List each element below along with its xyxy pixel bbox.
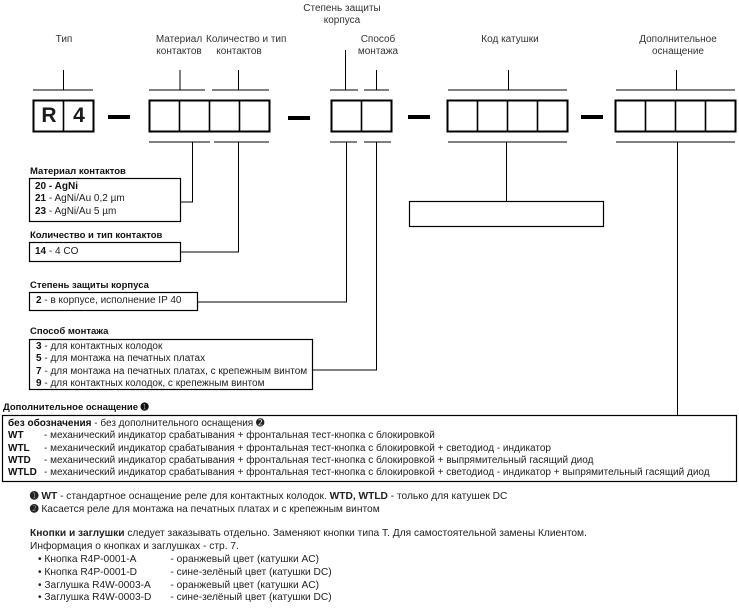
option-code: 23: [35, 205, 47, 217]
option-row: 9 - для контактных колодок, с крепежным …: [36, 377, 265, 389]
part-number: Кнопка R4P-0001-D: [44, 566, 137, 578]
label-mounting: Способ монтажа: [352, 34, 404, 58]
buttons-note: Кнопки и заглушки следует заказывать отд…: [30, 528, 587, 539]
footnote-1: ➊ WT - стандартное оснащение реле для ко…: [30, 491, 508, 502]
label-extra-line1: Дополнительное: [639, 34, 717, 45]
extra-options-box: [1, 414, 738, 483]
option-code: WTLD: [8, 467, 37, 479]
option-code: 2: [36, 295, 42, 306]
footnote-2: ➋ Касается реле для монтажа на печатных …: [30, 504, 380, 515]
label-contacts-line2: контактов: [216, 46, 262, 57]
option-row: 14 - 4 CO: [35, 246, 79, 257]
option-text: для контактных колодок: [50, 341, 163, 352]
part-description: - сине-зелёный цвет (катушки DC): [170, 592, 332, 604]
mounting-options-box: [28, 338, 314, 391]
option-text: AgNi: [54, 181, 78, 192]
option-row: 2 - в корпусе, исполнение IP 40: [36, 295, 182, 306]
option-code: WTL: [8, 442, 30, 454]
label-material: Материал контактов: [148, 34, 210, 58]
type-letter-r: R: [41, 104, 57, 127]
label-mounting-line2: монтажа: [357, 46, 399, 57]
protection-options-box: [28, 291, 199, 312]
option-text: в корпусе, исполнение IP 40: [50, 295, 182, 306]
option-text: для контактных колодок, с крепежным винт…: [50, 377, 265, 389]
list-item: • Заглушка R4W-0003-A- оранжевый цвет (к…: [38, 579, 320, 591]
footnote-marker-2: ➋: [30, 504, 39, 515]
part-description: - сине-зелёный цвет (катушки DC): [170, 566, 332, 578]
buttons-list: • Кнопка R4P-0001-A- оранжевый цвет (кат…: [38, 554, 332, 605]
extra-options: без обозначения - без дополнительного ос…: [8, 418, 710, 479]
part-description: - оранжевый цвет (катушки AC): [170, 579, 320, 591]
contacts-section-title: Количество и тип контактов: [30, 230, 163, 241]
label-extra: Дополнительное оснащение: [636, 34, 720, 58]
label-type: Тип: [55, 34, 73, 45]
option-code: 9: [36, 377, 42, 389]
option-row: WT - механический индикатор срабатывания …: [8, 430, 710, 442]
part-description: - оранжевый цвет (катушки AC): [170, 554, 320, 565]
option-code: WTD: [8, 454, 31, 466]
option-row: 7 - для монтажа на печатных платах, с кр…: [36, 365, 308, 377]
option-code: без обозначения: [8, 418, 92, 429]
option-text: 4 CO: [55, 246, 79, 257]
option-code: 20: [35, 181, 47, 192]
label-contacts: Количество и тип контактов: [206, 34, 287, 58]
footnote-marker-1: ➊: [30, 491, 39, 502]
material-options-box: [28, 177, 182, 223]
option-text: - механический индикатор срабатывания + …: [44, 454, 594, 466]
option-text: AgNi/Au 0,2 µm: [54, 193, 125, 205]
list-item: • Заглушка R4W-0003-D- сине-зелёный цвет…: [38, 592, 332, 604]
option-text: - механический индикатор срабатывания + …: [44, 430, 435, 442]
option-text: для монтажа на печатных платах: [50, 353, 206, 365]
part-number: Кнопка R4P-0001-A: [44, 554, 137, 565]
option-text: - механический индикатор срабатывания + …: [44, 442, 551, 454]
extra-section-title: Дополнительное оснащение ➊: [3, 402, 149, 413]
option-text: - без дополнительного оснащения ➋: [91, 418, 265, 429]
option-row: 3 - для контактных колодок: [36, 341, 163, 352]
type-letter-4: 4: [73, 104, 85, 127]
option-code: 5: [36, 353, 42, 365]
label-material-line2: контактов: [156, 46, 202, 57]
option-row: 23 - AgNi/Au 5 µm: [35, 205, 117, 217]
label-contacts-line1: Количество и тип: [206, 34, 287, 45]
option-code: 14: [35, 246, 47, 257]
label-protection-line1: Степень защиты: [303, 3, 381, 14]
option-text: AgNi/Au 5 µm: [54, 205, 117, 217]
label-protection: Степень защиты корпуса: [300, 3, 384, 27]
label-mounting-line1: Способ: [360, 34, 396, 45]
option-row: 20 - AgNi: [35, 181, 78, 192]
label-protection-line2: корпуса: [323, 15, 361, 26]
option-text: - механический индикатор срабатывания + …: [44, 467, 710, 479]
contacts-options-box: [28, 241, 182, 263]
coil-options-box: [408, 200, 605, 228]
mounting-section-title: Способ монтажа: [30, 326, 109, 337]
option-row: WTD - механический индикатор срабатывания…: [8, 455, 710, 467]
option-code: 7: [36, 365, 42, 377]
option-code: 21: [35, 193, 47, 205]
option-row: 21 - AgNi/Au 0,2 µm: [35, 193, 125, 205]
material-options: 20 - AgNi 21 - AgNi/Au 0,2 µm 23 - AgNi/…: [35, 181, 125, 218]
buttons-note-line2: Информация о кнопках и заглушках - стр. …: [30, 541, 239, 552]
part-number: Заглушка R4W-0003-A: [44, 579, 151, 591]
part-number: Заглушка R4W-0003-D: [44, 592, 152, 604]
label-material-line1: Материал: [155, 34, 203, 45]
label-extra-line2: оснащение: [652, 46, 704, 57]
option-code: 3: [36, 341, 42, 352]
option-text: для монтажа на печатных платах, с крепеж…: [50, 365, 308, 377]
option-row: 5 - для монтажа на печатных платах: [36, 353, 206, 365]
protection-section-title: Степень защиты корпуса: [30, 280, 149, 291]
option-code: WT: [8, 430, 24, 442]
list-item: • Кнопка R4P-0001-A- оранжевый цвет (кат…: [38, 554, 320, 565]
option-row: без обозначения - без дополнительного ос…: [8, 418, 710, 430]
label-coil: Код катушки: [481, 34, 539, 45]
option-row: WTL - механический индикатор срабатывания…: [8, 443, 710, 455]
option-row: WTLD - механический индикатор срабатывани…: [8, 467, 710, 479]
list-item: • Кнопка R4P-0001-D- сине-зелёный цвет (…: [38, 566, 332, 578]
mounting-options: 3 - для контактных колодок 5 - для монта…: [36, 341, 307, 390]
material-section-title: Материал контактов: [30, 166, 126, 177]
